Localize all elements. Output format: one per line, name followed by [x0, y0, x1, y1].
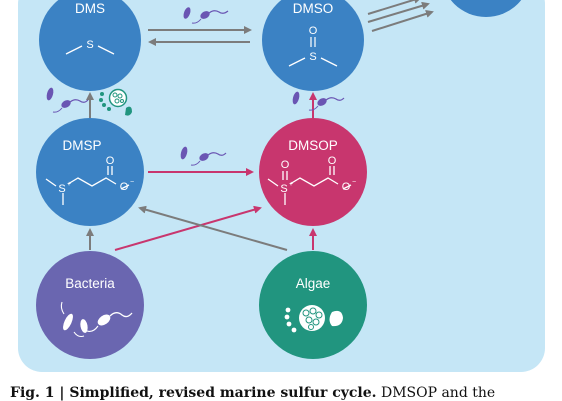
node-bacteria-circle	[36, 251, 144, 359]
bacteria-icon-dmsp-dms	[46, 87, 89, 113]
node-dms-label: DMS	[75, 1, 105, 16]
node-bacteria-label: Bacteria	[65, 276, 115, 291]
caption-text: DMSOP and the	[376, 385, 496, 401]
dmsp-sulfur: S	[58, 183, 65, 195]
dms-bonds	[65, 45, 115, 55]
node-dmsop: DMSOP O S + O O −	[259, 118, 367, 226]
dmsop-sulfur: S	[280, 183, 287, 195]
node-dmso-label: DMSO	[293, 1, 334, 16]
dmsp-minus: −	[130, 179, 134, 186]
caption-fig-label: Fig. 1 | Simplified, revised marine sulf…	[10, 385, 377, 401]
dms-sulfur: S	[86, 39, 93, 51]
node-bacteria: Bacteria	[36, 251, 144, 359]
node-dmsp-label: DMSP	[62, 138, 101, 153]
arrow-dmso-out-1	[367, 0, 422, 15]
node-offscreen	[450, 0, 522, 17]
arrow-dmso-out-2	[367, 1, 430, 23]
dmsop-chain	[267, 166, 352, 205]
node-algae: Algae	[259, 251, 367, 359]
dmsp-oxygen-right: O	[120, 181, 129, 193]
node-dms: DMS S	[39, 0, 141, 91]
dmsop-plus: +	[289, 181, 293, 188]
dmsop-oxygen-right: O	[342, 181, 351, 193]
node-dmso: DMSO O S	[262, 0, 364, 91]
node-dmso-circle	[262, 0, 364, 91]
dmso-oxygen: O	[309, 25, 318, 37]
dmsp-chain	[45, 166, 130, 205]
dmsop-minus: −	[352, 179, 356, 186]
node-algae-circle	[259, 251, 367, 359]
dmsp-plus: +	[67, 181, 71, 188]
arrow-algae-to-dmsp	[138, 205, 288, 251]
bacteria-icon	[183, 7, 229, 24]
bacteria-icon-dmsp-dmsop	[180, 146, 227, 166]
bacteria-icon-dmsop-dmso	[292, 91, 345, 111]
dmso-sulfur: S	[309, 51, 316, 63]
node-dms-circle	[39, 0, 141, 91]
algae-icon-dmsp-dms	[99, 88, 132, 116]
node-dmsop-circle	[259, 118, 367, 226]
dmsop-oxygen-top: O	[328, 155, 337, 167]
node-dmsp: DMSP S + O O −	[36, 118, 144, 226]
dmsop-oxygen-s: O	[281, 159, 290, 171]
node-dmsp-circle	[36, 118, 144, 226]
dmso-bonds	[288, 57, 338, 67]
arrow-bacteria-to-dmsop	[114, 205, 262, 251]
algae-cells-icon	[284, 305, 343, 333]
node-dmsop-label: DMSOP	[288, 138, 338, 153]
dmsp-oxygen-top: O	[106, 155, 115, 167]
node-algae-label: Algae	[296, 276, 331, 291]
bacteria-cells-icon	[60, 301, 133, 338]
arrow-dmso-out-3	[371, 9, 434, 32]
dmso-double-bond	[310, 37, 316, 47]
figure-caption: Fig. 1 | Simplified, revised marine sulf…	[10, 385, 555, 401]
arrows	[86, 0, 434, 251]
